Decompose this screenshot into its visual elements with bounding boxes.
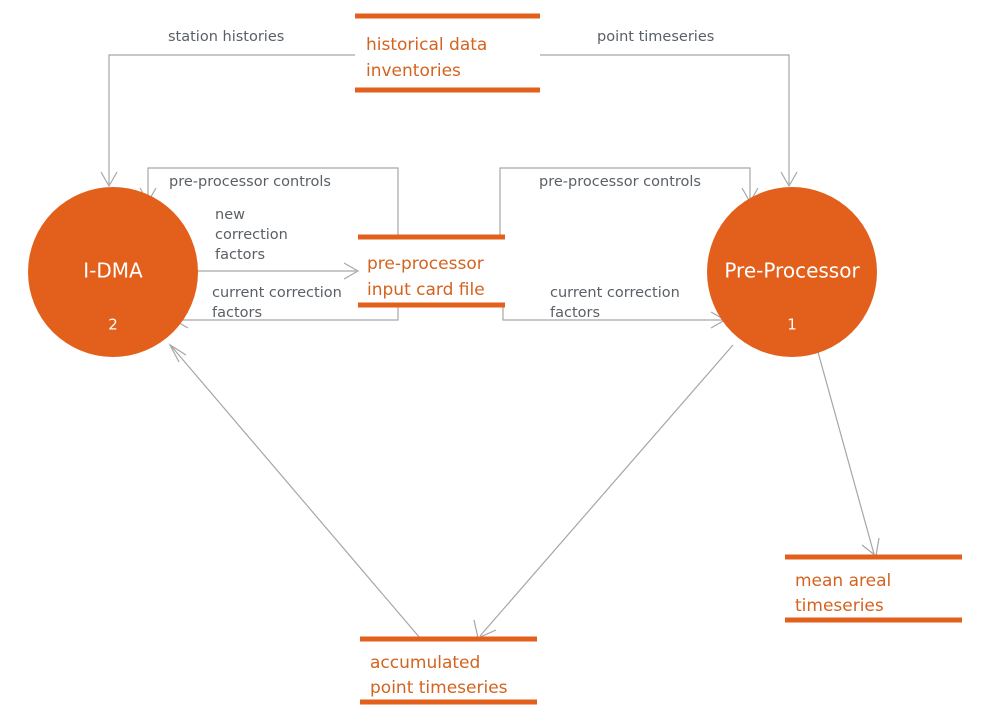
flow-label-current-correction-factors-right: current correction factors <box>550 285 680 321</box>
process-idma-number: 2 <box>108 316 118 334</box>
process-pre-processor-shape[interactable] <box>707 187 877 357</box>
flow-label-station-histories: station histories <box>168 29 284 45</box>
flow-label-line-2: factors <box>550 305 600 321</box>
store-label-line-1: historical data <box>366 35 487 55</box>
process-idma[interactable]: I-DMA 2 <box>28 187 198 357</box>
store-label-line-1: mean areal <box>795 571 891 591</box>
flow-new-correction-factors <box>196 262 360 280</box>
flow-label-point-timeseries: point timeseries <box>597 29 714 45</box>
flow-label-new-correction-factors: new correction factors <box>215 207 288 263</box>
process-pre-processor-number: 1 <box>787 316 797 334</box>
flow-label-line-2: correction <box>215 227 288 243</box>
process-pre-processor[interactable]: Pre-Processor 1 <box>707 187 877 357</box>
flow-current-correction-factors-right <box>502 307 727 329</box>
store-accumulated-point-timeseries[interactable]: accumulated point timeseries <box>360 636 537 705</box>
flow-station-histories <box>100 54 355 188</box>
store-label-line-1: pre-processor <box>367 254 484 274</box>
flow-label-line-1: current correction <box>550 285 680 301</box>
flow-label-line-1: current correction <box>212 285 342 301</box>
flow-label-line-3: factors <box>215 247 265 263</box>
store-label-line-1: accumulated <box>370 653 480 673</box>
store-pre-processor-input-card-file[interactable]: pre-processor input card file <box>358 234 505 308</box>
flow-current-correction-factors-left <box>172 307 399 329</box>
store-label-line-2: point timeseries <box>370 678 508 698</box>
flow-label-pre-processor-controls-left: pre-processor controls <box>169 174 331 190</box>
flow-label-pre-processor-controls-right: pre-processor controls <box>539 174 701 190</box>
flow-preprocessor-to-mean-areal <box>817 351 880 558</box>
flow-accumulated-to-idma <box>168 343 421 639</box>
store-historical-data-inventories[interactable]: historical data inventories <box>355 13 540 93</box>
flow-point-timeseries <box>540 54 798 188</box>
flow-preprocessor-to-accumulated <box>473 344 734 639</box>
flow-label-current-correction-factors-left: current correction factors <box>212 285 342 321</box>
store-label-line-2: timeseries <box>795 596 884 616</box>
flow-label-line-1: new <box>215 207 245 223</box>
store-mean-areal-timeseries[interactable]: mean areal timeseries <box>785 554 962 623</box>
store-label-line-2: inventories <box>366 61 461 81</box>
flow-label-line-2: factors <box>212 305 262 321</box>
process-pre-processor-label: Pre-Processor <box>724 259 860 283</box>
process-idma-label: I-DMA <box>83 259 143 283</box>
store-label-line-2: input card file <box>367 280 485 300</box>
process-idma-shape[interactable] <box>28 187 198 357</box>
